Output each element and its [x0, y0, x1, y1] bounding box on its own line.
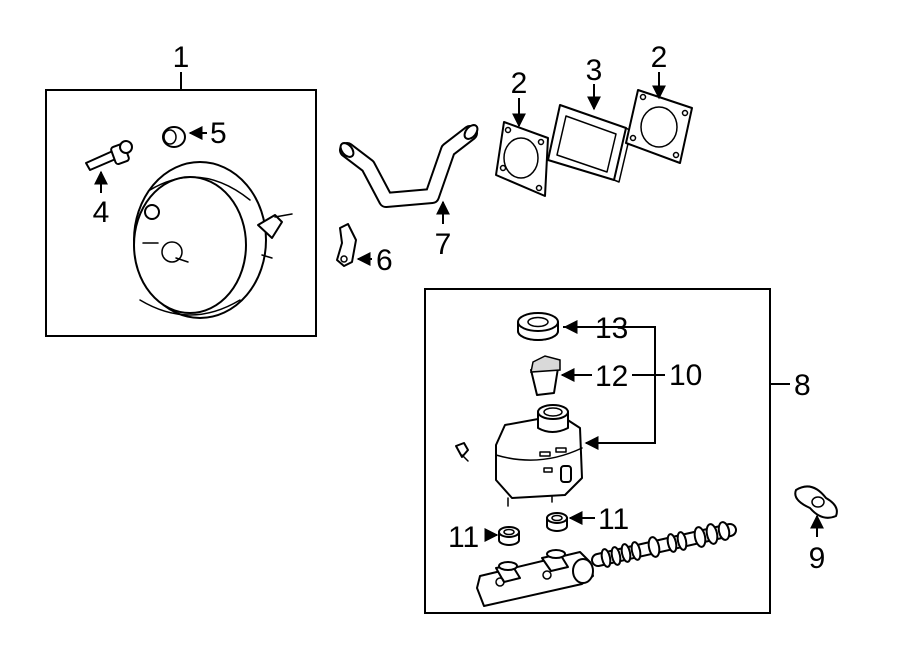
grommet[interactable]: [162, 126, 186, 148]
vacuum-hose[interactable]: [338, 123, 480, 208]
booster-spacer[interactable]: [547, 104, 632, 183]
callout-2-left: 2: [511, 67, 528, 100]
callout-1: 1: [173, 41, 190, 74]
reservoir-seal-right[interactable]: [546, 512, 568, 532]
callout-9: 9: [809, 542, 826, 575]
callout-7: 7: [435, 228, 452, 261]
callout-10: 10: [669, 359, 702, 392]
callout-3: 3: [586, 54, 603, 87]
reservoir-pin[interactable]: [455, 442, 469, 462]
brake-fluid-reservoir[interactable]: [495, 404, 583, 507]
master-cylinder-body[interactable]: [476, 549, 594, 607]
master-cylinder-gasket[interactable]: [794, 485, 838, 519]
callout-12: 12: [595, 360, 628, 393]
callout-6: 6: [376, 244, 393, 277]
reservoir-cap[interactable]: [517, 312, 559, 341]
hose-clip[interactable]: [336, 223, 357, 267]
callout-4: 4: [93, 196, 110, 229]
callout-13: 13: [595, 312, 628, 345]
callout-5: 5: [210, 117, 227, 150]
piston-assembly[interactable]: [591, 521, 737, 568]
reservoir-seal-left[interactable]: [498, 526, 520, 546]
gasket-left[interactable]: [495, 121, 549, 197]
brake-booster[interactable]: [133, 161, 293, 319]
check-valve[interactable]: [85, 140, 133, 171]
callout-8: 8: [794, 369, 811, 402]
reservoir-strainer[interactable]: [530, 355, 561, 396]
callout-2-right: 2: [651, 41, 668, 74]
callout-11-left: 11: [448, 521, 479, 554]
master-cylinder-group-box: [424, 288, 771, 614]
gasket-right[interactable]: [625, 89, 693, 164]
callout-11-right: 11: [598, 503, 629, 536]
